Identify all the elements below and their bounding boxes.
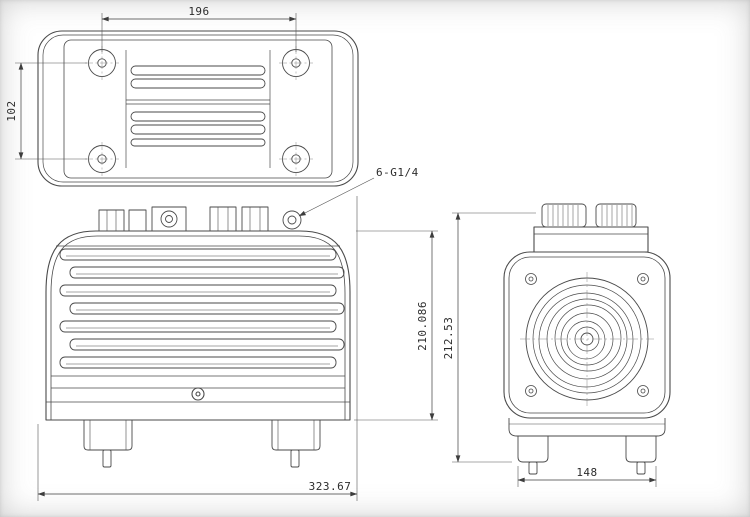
side-view — [503, 203, 671, 475]
front-feet — [83, 420, 321, 468]
housing-screws — [525, 273, 649, 397]
side-plinth — [533, 226, 649, 253]
top-connectors — [98, 206, 302, 232]
side-top-ports — [541, 203, 637, 228]
dim-top-depth-value: 102 — [5, 100, 18, 121]
g14-port — [282, 210, 302, 230]
fan-guard — [520, 272, 654, 406]
port-callout: 6-G1/4 — [298, 166, 419, 217]
dim-foot-span: 148 — [517, 466, 657, 487]
dim-front-height: 210.086 — [354, 230, 438, 421]
louver-grille — [59, 248, 345, 369]
dim-front-height-value: 210.086 — [416, 301, 429, 351]
dim-top-width: 196 — [101, 5, 297, 52]
port-callout-label: 6-G1/4 — [376, 166, 419, 179]
side-feet — [508, 418, 666, 475]
dim-top-depth: 102 — [5, 62, 87, 160]
dim-side-height: 212.53 — [442, 212, 536, 463]
dim-overall-length: 323.67 — [37, 196, 358, 501]
dim-top-width-value: 196 — [188, 5, 209, 18]
top-view — [37, 30, 359, 187]
dim-overall-length-value: 323.67 — [309, 480, 352, 493]
dim-foot-span-value: 148 — [576, 466, 597, 479]
front-view — [45, 206, 351, 468]
drain-hole — [191, 387, 205, 401]
dim-side-height-value: 212.53 — [442, 317, 455, 360]
top-vent-slats — [130, 65, 266, 147]
